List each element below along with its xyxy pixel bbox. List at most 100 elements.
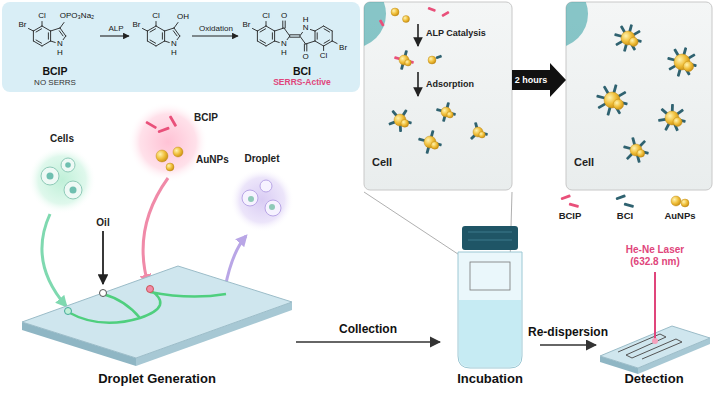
edge-label: Collection: [337, 323, 399, 337]
text-label: BCI: [293, 65, 311, 77]
gold-nanoparticle: [405, 60, 412, 67]
cell-panel: CellALP CatalysisAdsorption: [364, 2, 512, 190]
droplet-glow: [225, 236, 246, 288]
droplet-glow: [242, 190, 258, 206]
gold-nanoparticle: [629, 37, 638, 46]
molecule-stick: [169, 115, 177, 127]
chem-bond: [285, 21, 286, 28]
legend-label: AuNPs: [664, 211, 695, 222]
atom-label: N: [302, 24, 310, 32]
chem-bond: [274, 31, 275, 41]
atom-label: OPO₃Na₂: [59, 12, 95, 20]
node-text: Incubation: [457, 372, 523, 387]
chem-bond: [266, 22, 267, 27]
text-label: Droplet: [245, 153, 280, 165]
laser-label: He-Ne Laser (632.8 nm): [617, 244, 693, 267]
molecule-stick: [624, 203, 634, 208]
molecule-stick: [569, 203, 579, 208]
gold-nanoparticle: [156, 150, 168, 162]
chem-bond: [272, 33, 273, 39]
chem-bond: [257, 41, 266, 46]
chem-bond: [50, 31, 51, 41]
chem-bond: [51, 41, 56, 42]
chem-bond: [324, 41, 333, 46]
droplet-glow: [260, 180, 272, 192]
chem-bond: [36, 40, 41, 43]
droplet-chip: [22, 266, 292, 358]
chem-bond: [174, 23, 178, 29]
molecule-stick: [379, 19, 385, 26]
chem-bond: [300, 36, 306, 44]
cell-contents: [379, 7, 697, 163]
chem-bond: [143, 29, 148, 32]
atom-label: H: [280, 49, 288, 57]
chem-bond: [165, 28, 174, 31]
chem-bond: [253, 29, 258, 32]
chem-bond: [48, 33, 49, 39]
chem-bond: [60, 23, 64, 29]
detection-chip: [618, 334, 682, 359]
chem-bond: [300, 32, 303, 36]
chem-bond: [317, 33, 318, 39]
chem-bond: [147, 41, 156, 46]
atom-label: N: [56, 40, 64, 48]
chem-bond: [275, 41, 280, 42]
gold-nanoparticle: [428, 56, 436, 64]
atom-label: Cl: [261, 12, 271, 20]
legend-icons: [561, 194, 689, 208]
chem-bond: [147, 26, 156, 31]
chem-bond: [315, 31, 316, 41]
gold-nanoparticle: [173, 147, 183, 157]
atom-label: H: [302, 16, 310, 24]
cell-panel: [364, 2, 386, 48]
atom-label: N: [170, 40, 178, 48]
chem-bond: [42, 26, 51, 31]
chem-bond: [150, 29, 155, 32]
chem-bond: [156, 22, 157, 27]
cell-panel: [364, 2, 512, 190]
cell-panel: Cell: [566, 2, 712, 190]
cell-panel: [566, 2, 588, 48]
process-arrow: [512, 63, 566, 97]
cells-glow: [65, 162, 71, 168]
text-label: ALP: [108, 24, 123, 33]
reagent-glow: [128, 102, 208, 284]
node-text: ALP Catalysis: [426, 28, 486, 38]
vial: [459, 300, 521, 367]
cell-panel: [566, 2, 712, 190]
atom-label: H: [170, 49, 178, 57]
chem-bond: [51, 28, 60, 31]
vial: [470, 262, 510, 290]
atom-label: Cl: [37, 12, 47, 20]
chem-bond: [282, 21, 283, 28]
gold-nanoparticle: [637, 149, 645, 157]
chem-bond: [162, 33, 163, 39]
chem-bond: [323, 46, 324, 51]
reaction-arrow: [100, 35, 129, 36]
chem-bond: [332, 41, 337, 44]
cell-panel: [417, 72, 419, 96]
stage-box: Detection: [596, 300, 712, 398]
gold-nanoparticle: [431, 141, 439, 149]
droplet-chip: [102, 231, 104, 284]
text-label: Oil: [96, 217, 109, 229]
text-label: BCIP: [194, 112, 218, 124]
chem-bond: [173, 31, 177, 36]
cells-glow: [61, 158, 75, 172]
atom-label: Br: [18, 21, 28, 29]
chem-bond: [257, 31, 258, 41]
chem-bond: [59, 31, 63, 36]
molecule-drawing: [29, 7, 697, 208]
chem-bond: [260, 29, 265, 32]
gold-nanoparticle: [673, 117, 682, 126]
chem-bond: [290, 34, 300, 35]
reagent-icons: [145, 115, 183, 171]
chem-bond: [315, 41, 324, 46]
vial: [458, 226, 522, 368]
gold-nanoparticle: [166, 163, 174, 171]
reaction-arrow: [192, 35, 238, 36]
chem-bond: [60, 28, 66, 36]
text-label: Oxidation: [199, 24, 233, 33]
